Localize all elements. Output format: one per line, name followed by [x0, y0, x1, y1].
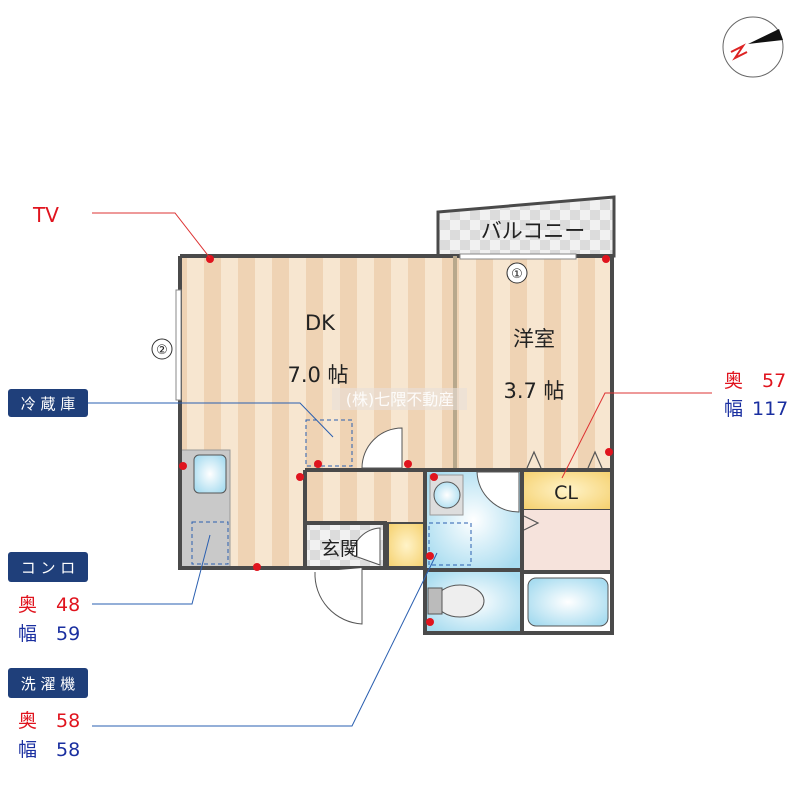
kitchen-counter: [179, 449, 231, 569]
stove-badge: [8, 552, 88, 582]
dk-size: 7.0 帖: [287, 363, 348, 387]
dressing-area: [522, 510, 612, 572]
stove-leader: [92, 534, 211, 605]
north-icon: [730, 43, 748, 61]
washer-width: 58: [56, 739, 80, 761]
toilet-icon: [435, 584, 485, 618]
window-west: [175, 289, 182, 401]
fridge-badge: [8, 389, 88, 417]
balcony-label: バルコニー: [481, 219, 586, 243]
compass: [722, 16, 784, 78]
tv-leader: [92, 212, 211, 259]
western-room: [455, 256, 612, 470]
closet-width-label: 幅: [724, 398, 743, 420]
stove-width: 59: [56, 623, 80, 645]
stove-depth-label: 奥: [18, 594, 37, 616]
watermark: (株)七隈不動産: [346, 390, 455, 409]
dk-label: DK: [305, 311, 336, 335]
washer-depth-label: 奥: [18, 710, 37, 732]
stove-depth: 48: [56, 594, 80, 616]
fridge-label: 冷 蔵 庫: [21, 395, 76, 413]
closet-width: 117: [752, 398, 788, 420]
balcony: バルコニー: [436, 195, 616, 258]
closet-depth-label: 奥: [724, 370, 743, 392]
window-marker-2: ②: [156, 343, 168, 358]
outlets: [179, 255, 613, 626]
bathtub-icon: [527, 577, 609, 627]
closet-depth: 57: [762, 370, 786, 392]
stove-space: [191, 521, 229, 565]
shoe-box: [387, 522, 426, 569]
window-marker-1: ①: [511, 267, 523, 282]
window-balcony: [459, 253, 577, 260]
stove-label: コ ン ロ: [21, 559, 76, 577]
tv-label: TV: [32, 203, 59, 227]
fridge-space: [305, 419, 353, 467]
doors: [314, 427, 520, 625]
western-label: 洋室: [513, 327, 555, 351]
entrance-label: 玄関: [321, 538, 359, 560]
closet-label: CL: [554, 482, 578, 504]
washer-space: [428, 522, 472, 566]
washer-width-label: 幅: [18, 739, 37, 761]
washer-depth: 58: [56, 710, 80, 732]
stove-width-label: 幅: [18, 623, 37, 645]
wash-basin-icon: [433, 481, 461, 509]
washer-badge: [8, 668, 88, 698]
western-size: 3.7 帖: [503, 379, 564, 403]
compass-needle-icon: [748, 29, 783, 44]
washer-leader: [92, 552, 438, 727]
washer-label: 洗 濯 機: [21, 675, 76, 693]
sink-icon: [193, 454, 227, 494]
hallway: [305, 470, 425, 523]
fridge-leader: [88, 402, 334, 438]
closet-door-icons: [523, 450, 603, 531]
closet-leader: [561, 392, 712, 479]
